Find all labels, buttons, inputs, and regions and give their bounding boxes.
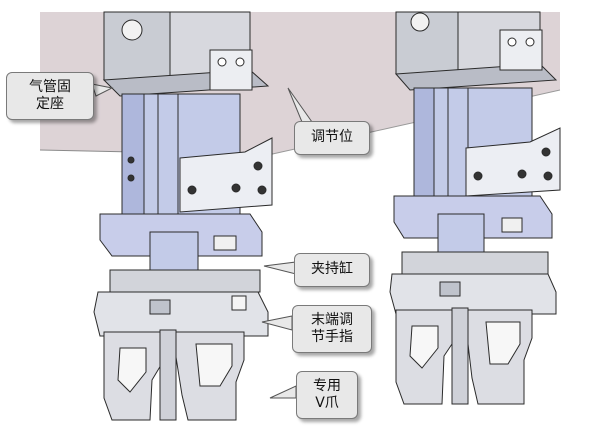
leader-clamp-cylinder bbox=[263, 261, 297, 275]
left-adjust-plate bbox=[179, 137, 273, 213]
left-bracket-hole bbox=[121, 19, 143, 41]
right-finger-plate bbox=[389, 273, 557, 315]
callout-special-v-claw: 专用 V爪 bbox=[296, 371, 358, 419]
callout-end-adjust-finger-line2: 节手指 bbox=[311, 329, 353, 345]
callout-air-pipe-mount-line2: 定座 bbox=[36, 96, 64, 112]
right-finger-block bbox=[401, 251, 549, 275]
callout-clamp-cylinder-line1: 夹持缸 bbox=[311, 261, 353, 277]
callout-adjust-position-line1: 调节位 bbox=[311, 129, 353, 145]
right-valve-block bbox=[499, 29, 543, 71]
left-valve-block bbox=[209, 49, 253, 91]
callout-adjust-position: 调节位 bbox=[294, 121, 370, 155]
callout-end-adjust-finger: 末端调 节手指 bbox=[292, 305, 372, 353]
leader-air-pipe bbox=[91, 83, 114, 97]
right-gripper bbox=[389, 11, 561, 405]
leader-v-claw bbox=[269, 385, 297, 399]
callout-special-v-claw-line1: 专用 bbox=[313, 378, 341, 394]
callout-clamp-cylinder: 夹持缸 bbox=[294, 253, 370, 287]
right-adjust-plate bbox=[465, 127, 561, 197]
left-gripper bbox=[93, 11, 273, 421]
callout-air-pipe-mount-line1: 气管固 bbox=[29, 79, 71, 95]
left-finger-block bbox=[109, 269, 261, 293]
left-finger-plate bbox=[93, 291, 269, 337]
callout-special-v-claw-line2: V爪 bbox=[315, 395, 339, 411]
callout-air-pipe-mount: 气管固 定座 bbox=[6, 72, 94, 120]
callout-end-adjust-finger-line1: 末端调 bbox=[311, 312, 353, 328]
